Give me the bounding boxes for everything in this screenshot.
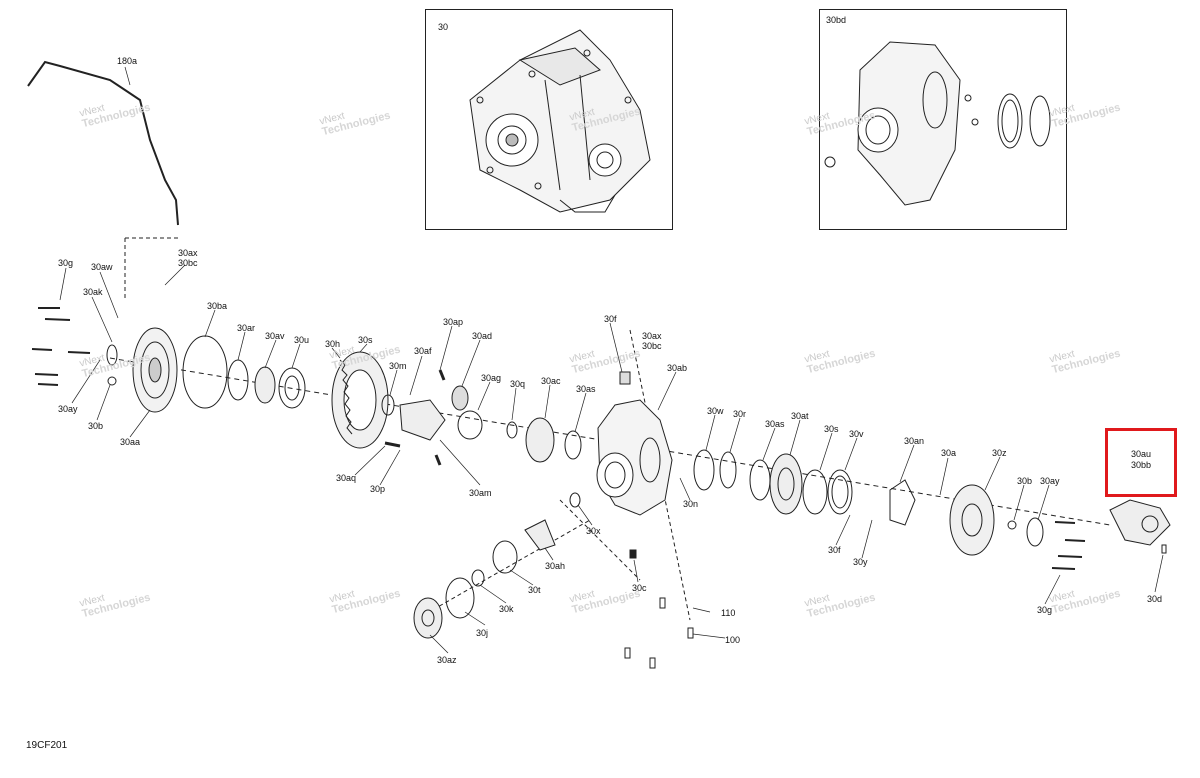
callout-label[interactable]: 30y <box>853 557 868 567</box>
callout-label[interactable]: 100 <box>725 635 741 645</box>
callout-label[interactable]: 180a <box>117 56 138 66</box>
callout-label[interactable]: 30x <box>586 526 601 536</box>
breather-tube <box>27 60 179 226</box>
callout-label[interactable]: 30ah <box>545 561 566 571</box>
callout-label[interactable]: 30ak <box>83 287 103 297</box>
inset-label-30bd: 30bd <box>826 15 847 25</box>
differential <box>384 369 483 466</box>
gearbox-assembly-illustration <box>469 29 651 213</box>
callout-label[interactable]: 30n <box>683 499 699 509</box>
callout-label[interactable]: 30ad <box>472 331 493 341</box>
callout-label[interactable]: 30bc <box>642 341 662 351</box>
callout-label[interactable]: 30t <box>528 585 541 595</box>
callout-label[interactable]: 30r <box>733 409 747 419</box>
callout-label[interactable]: 30ay <box>58 404 78 414</box>
callout-label[interactable]: 30aw <box>91 262 113 272</box>
callout-label[interactable]: 30ax <box>178 248 198 258</box>
center-housing-30ab <box>596 371 673 516</box>
callout-label[interactable]: 30as <box>576 384 596 394</box>
callout-label[interactable]: 30s <box>824 424 839 434</box>
callout-label[interactable]: 30s <box>358 335 373 345</box>
callout-label[interactable]: 30az <box>437 655 457 665</box>
callout-label[interactable]: 30a <box>941 448 957 458</box>
highlighted-part-label-2: 30bb <box>1130 460 1152 470</box>
oring-30ba <box>182 335 228 409</box>
diagram-code: 19CF201 <box>26 740 68 751</box>
inset-label-30: 30 <box>438 22 449 32</box>
callout-label[interactable]: 30b <box>88 421 104 431</box>
callout-label[interactable]: 30g <box>58 258 74 268</box>
callout-label[interactable]: 30m <box>389 361 407 371</box>
callout-label[interactable]: 30c <box>632 583 647 593</box>
callout-label[interactable]: 30f <box>828 545 841 555</box>
callout-label[interactable]: 30av <box>265 331 285 341</box>
callout-label[interactable]: 30as <box>765 419 785 429</box>
highlighted-part-label-1: 30au <box>1130 449 1152 459</box>
callout-label[interactable]: 30v <box>849 429 864 439</box>
callout-label[interactable]: 30ax <box>642 331 662 341</box>
callout-label[interactable]: 30aa <box>120 437 141 447</box>
ring-gear <box>331 351 389 449</box>
housing-30bd-illustration <box>824 41 1051 206</box>
callout-label[interactable]: 30q <box>510 379 526 389</box>
callout-label[interactable]: 30h <box>325 339 341 349</box>
callout-label[interactable]: 30aq <box>336 473 357 483</box>
actuator-motor-30au <box>1109 499 1171 546</box>
callout-label[interactable]: 30at <box>791 411 809 421</box>
callout-label[interactable]: 110 <box>721 608 736 618</box>
callout-label[interactable]: 30p <box>370 484 386 494</box>
callout-label[interactable]: 30u <box>294 335 310 345</box>
callout-label[interactable]: 30ay <box>1040 476 1060 486</box>
callout-label[interactable]: 30k <box>499 604 514 614</box>
callout-label[interactable]: 30am <box>469 488 492 498</box>
gear-30at <box>769 453 803 515</box>
callout-label[interactable]: 30b <box>1017 476 1033 486</box>
callout-label[interactable]: 30ap <box>443 317 464 327</box>
callout-label[interactable]: 30f <box>604 314 617 324</box>
callout-label[interactable]: 30bc <box>178 258 198 268</box>
callout-label[interactable]: 30j <box>476 628 489 638</box>
left-housing-30aa <box>31 307 178 413</box>
callout-label[interactable]: 30g <box>1037 605 1053 615</box>
callout-label[interactable]: 30ag <box>481 373 502 383</box>
callout-label[interactable]: 30an <box>904 436 925 446</box>
callout-label[interactable]: 30z <box>992 448 1007 458</box>
callout-label[interactable]: 30ab <box>667 363 688 373</box>
callout-label[interactable]: 30d <box>1147 594 1163 604</box>
callout-label[interactable]: 30ba <box>207 301 228 311</box>
highlighted-part-box[interactable] <box>1105 428 1177 497</box>
callout-label[interactable]: 30af <box>414 346 432 356</box>
callout-label[interactable]: 30ar <box>237 323 256 333</box>
callout-label[interactable]: 30ac <box>541 376 561 386</box>
callout-label[interactable]: 30w <box>707 406 724 416</box>
